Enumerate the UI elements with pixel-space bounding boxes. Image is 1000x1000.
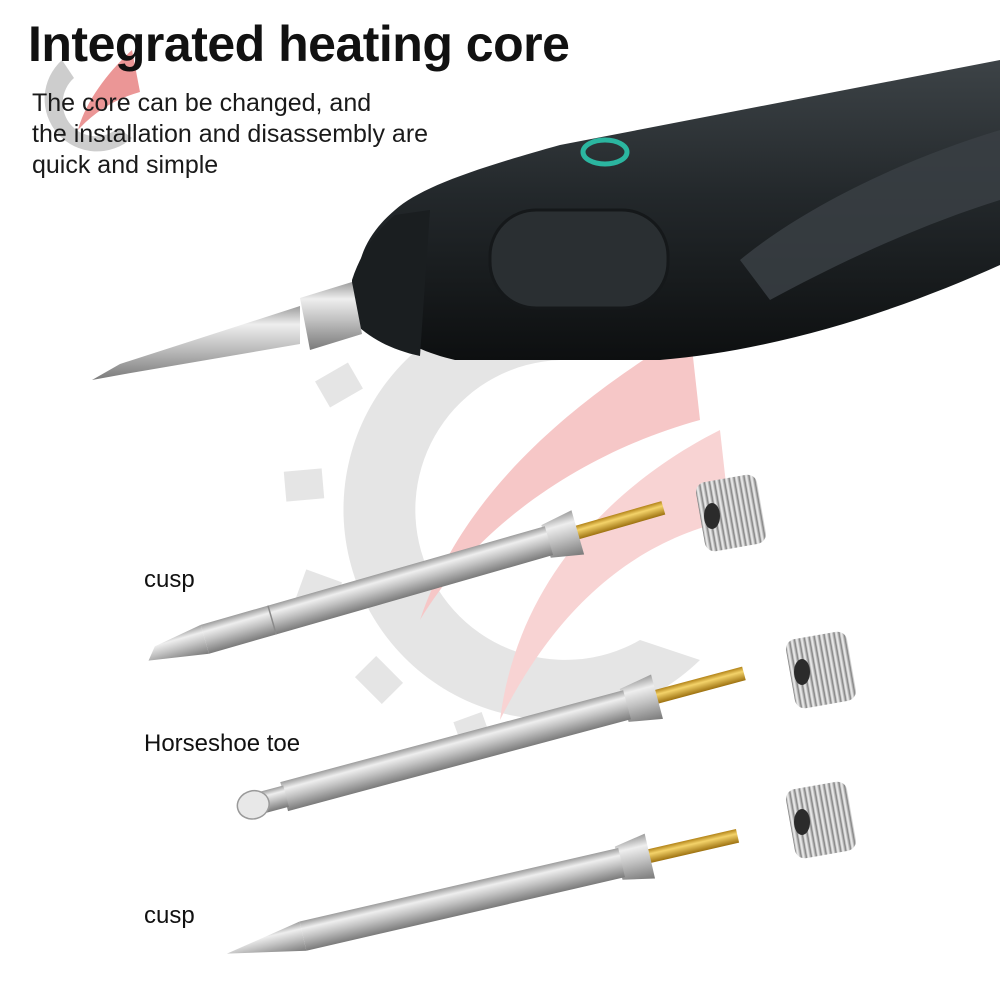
corner-logo-icon (44, 50, 140, 152)
soldering-iron (92, 60, 1000, 380)
nut-1 (695, 474, 767, 552)
installed-tip (92, 306, 300, 380)
power-button (488, 208, 670, 310)
nut-3 (785, 781, 857, 859)
tip-3 (226, 828, 740, 954)
tip-2 (236, 666, 746, 820)
subtitle: The core can be changed, and the install… (32, 88, 428, 181)
nut-2 (785, 631, 857, 709)
subtitle-line: quick and simple (32, 151, 219, 179)
headline: Integrated heating core (28, 16, 570, 72)
tip-label-cusp: cusp (144, 902, 195, 929)
subtitle-line: The core can be changed, and (32, 89, 372, 117)
indicator-light (580, 137, 630, 167)
tip-label-cusp: cusp (144, 566, 195, 593)
tip-label-horseshoe-toe: Horseshoe toe (144, 730, 301, 757)
tip-1 (148, 501, 666, 661)
subtitle-line: the installation and disassembly are (32, 120, 429, 148)
